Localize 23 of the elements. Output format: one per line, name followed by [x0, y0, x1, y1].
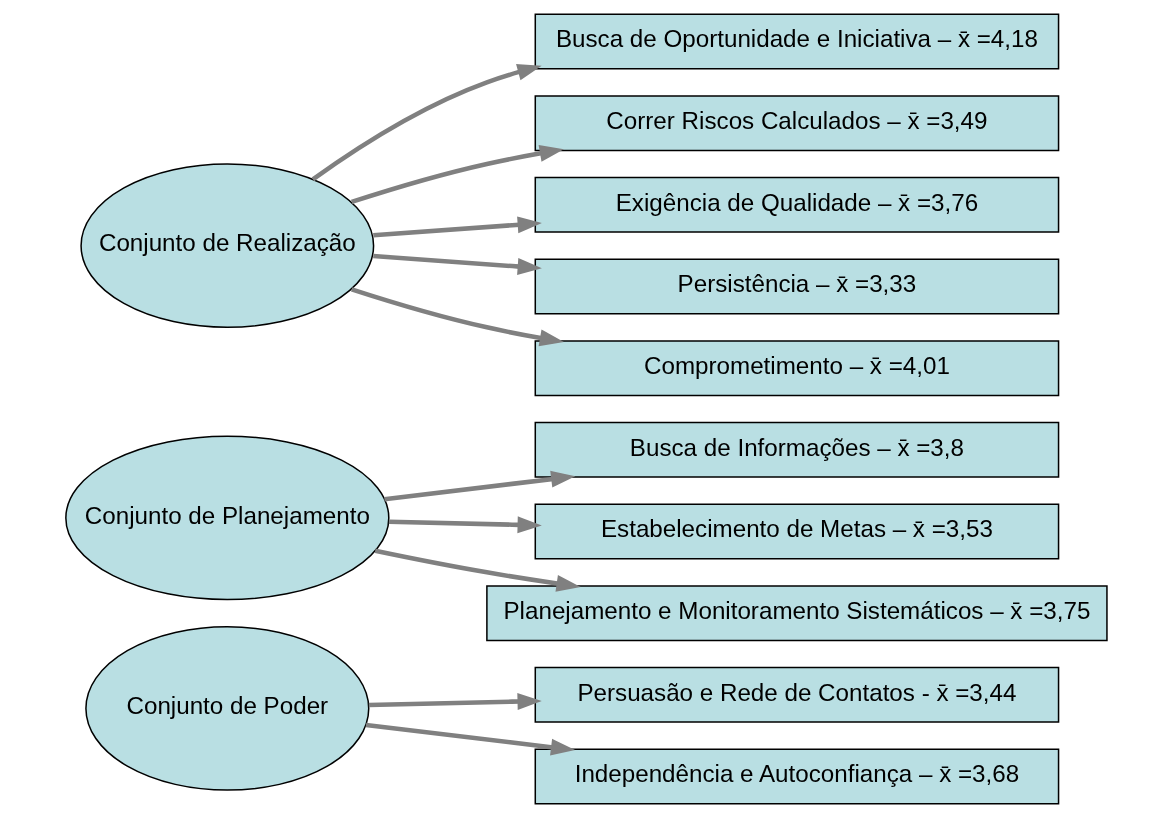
- arrow: [374, 548, 581, 592]
- node-box: Planejamento e Monitoramento Sistemáticos – x̄ =3,75: [486, 585, 1108, 642]
- arrow: [350, 287, 564, 347]
- node-box: Exigência de Qualidade – x̄ =3,76: [534, 176, 1060, 233]
- arrow: [350, 145, 564, 205]
- node-ellipse: Conjunto de Planejamento: [65, 435, 390, 601]
- arrow: [311, 63, 542, 182]
- arrow: [373, 253, 542, 275]
- node-ellipse: Conjunto de Poder: [85, 626, 370, 791]
- arrow: [365, 722, 576, 756]
- node-box: Persuasão e Rede de Contatos - x̄ =3,44: [534, 666, 1060, 723]
- arrow: [384, 470, 576, 502]
- arrow: [368, 693, 542, 710]
- node-box: Comprometimento – x̄ =4,01: [534, 340, 1060, 397]
- arrow: [388, 516, 542, 534]
- node-box: Estabelecimento de Metas – x̄ =3,53: [534, 503, 1060, 560]
- node-box: Busca de Informações – x̄ =3,8: [534, 421, 1060, 478]
- arrow: [373, 216, 542, 238]
- node-box: Busca de Oportunidade e Iniciativa – x̄ =4,18: [534, 13, 1060, 70]
- node-box: Persistência – x̄ =3,33: [534, 258, 1060, 315]
- node-ellipse: Conjunto de Realização: [80, 163, 375, 329]
- node-box: Correr Riscos Calculados – x̄ =3,49: [534, 95, 1060, 152]
- node-box: Independência e Autoconfiança – x̄ =3,68: [534, 748, 1060, 805]
